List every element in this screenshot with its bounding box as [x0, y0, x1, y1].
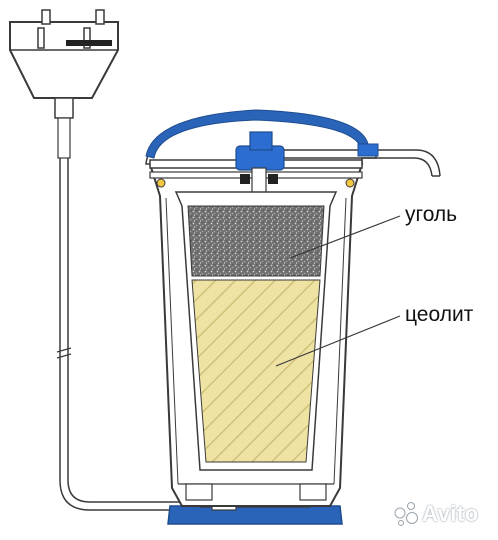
- watermark-text: Avito: [422, 501, 479, 526]
- zeolite-leader-line: [275, 315, 401, 367]
- coal-leader-line: [289, 215, 401, 259]
- zeolite-label: цеолит: [405, 303, 474, 326]
- avito-watermark: Avito: [392, 497, 492, 531]
- coal-layer: [187, 205, 325, 277]
- plug-connector: [9, 9, 119, 159]
- zeolite-layer: [191, 279, 321, 463]
- coal-label: уголь: [405, 203, 458, 226]
- inlet-hose: [56, 158, 212, 511]
- avito-logo-icon: [394, 502, 418, 526]
- outlet-spout: [235, 131, 441, 197]
